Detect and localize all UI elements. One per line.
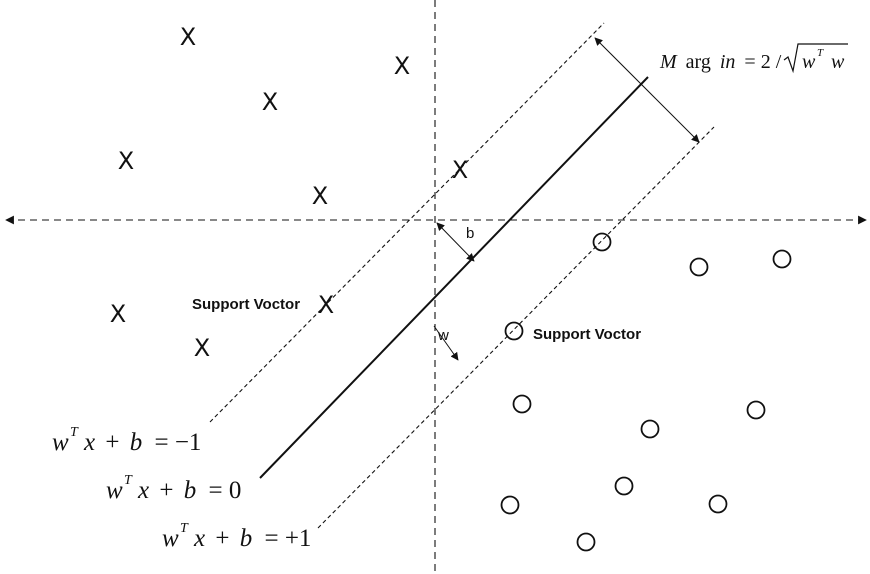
x-marker: X	[318, 291, 334, 319]
svg-text:x + b = −1: x + b = −1	[83, 429, 201, 456]
o-marker	[504, 321, 524, 341]
hyperplane-plus-one	[317, 126, 715, 529]
x-marker: X	[118, 147, 134, 175]
w-label: w	[437, 327, 449, 344]
x-marker: X	[110, 300, 126, 328]
o-marker	[576, 532, 596, 552]
o-marker	[689, 257, 709, 277]
svg-text:w: w	[162, 525, 179, 552]
o-marker	[592, 232, 612, 252]
svg-text:T: T	[70, 425, 79, 440]
svg-text:T: T	[180, 521, 189, 536]
o-marker	[772, 249, 792, 269]
svg-text:w: w	[106, 477, 123, 504]
svg-text:T: T	[817, 47, 824, 59]
hyperplane-minus-one	[209, 22, 605, 423]
equation-zero: w T x + b = 0	[106, 473, 241, 504]
x-marker: X	[180, 23, 196, 51]
x-marker: X	[262, 88, 278, 116]
margin-formula: M arg in = 2 / w T w	[659, 43, 848, 74]
hyperplane-decision	[259, 76, 649, 479]
svg-text:w: w	[802, 51, 816, 73]
class-x-markers: X X X X X X X X X	[110, 23, 468, 362]
o-marker	[512, 394, 532, 414]
sqrt-symbol	[783, 43, 848, 74]
equation-minus-one: w T x + b = −1	[52, 425, 201, 456]
x-marker: X	[312, 182, 328, 210]
svg-text:w: w	[831, 51, 845, 73]
x-marker: X	[394, 52, 410, 80]
svg-text:M arg in = 2: M arg in = 2 /	[659, 51, 782, 73]
b-arrow	[436, 222, 475, 262]
w-arrow	[433, 325, 459, 361]
o-marker	[708, 494, 728, 514]
x-marker: X	[452, 156, 468, 184]
svg-text:x + b = 0: x + b = 0	[137, 477, 241, 504]
equation-plus-one: w T x + b = +1	[162, 521, 311, 552]
svg-text:x + b = +1: x + b = +1	[193, 525, 311, 552]
b-label: b	[466, 225, 474, 242]
support-vector-label-left: Support Voctor	[192, 296, 300, 313]
class-o-markers	[500, 232, 792, 552]
o-marker	[640, 419, 660, 439]
svg-text:T: T	[124, 473, 133, 488]
o-marker	[746, 400, 766, 420]
margin-arrow	[594, 37, 700, 143]
svg-text:w: w	[52, 429, 69, 456]
x-marker: X	[194, 334, 210, 362]
o-marker	[500, 495, 520, 515]
support-vector-label-right: Support Voctor	[533, 326, 641, 343]
o-marker	[614, 476, 634, 496]
